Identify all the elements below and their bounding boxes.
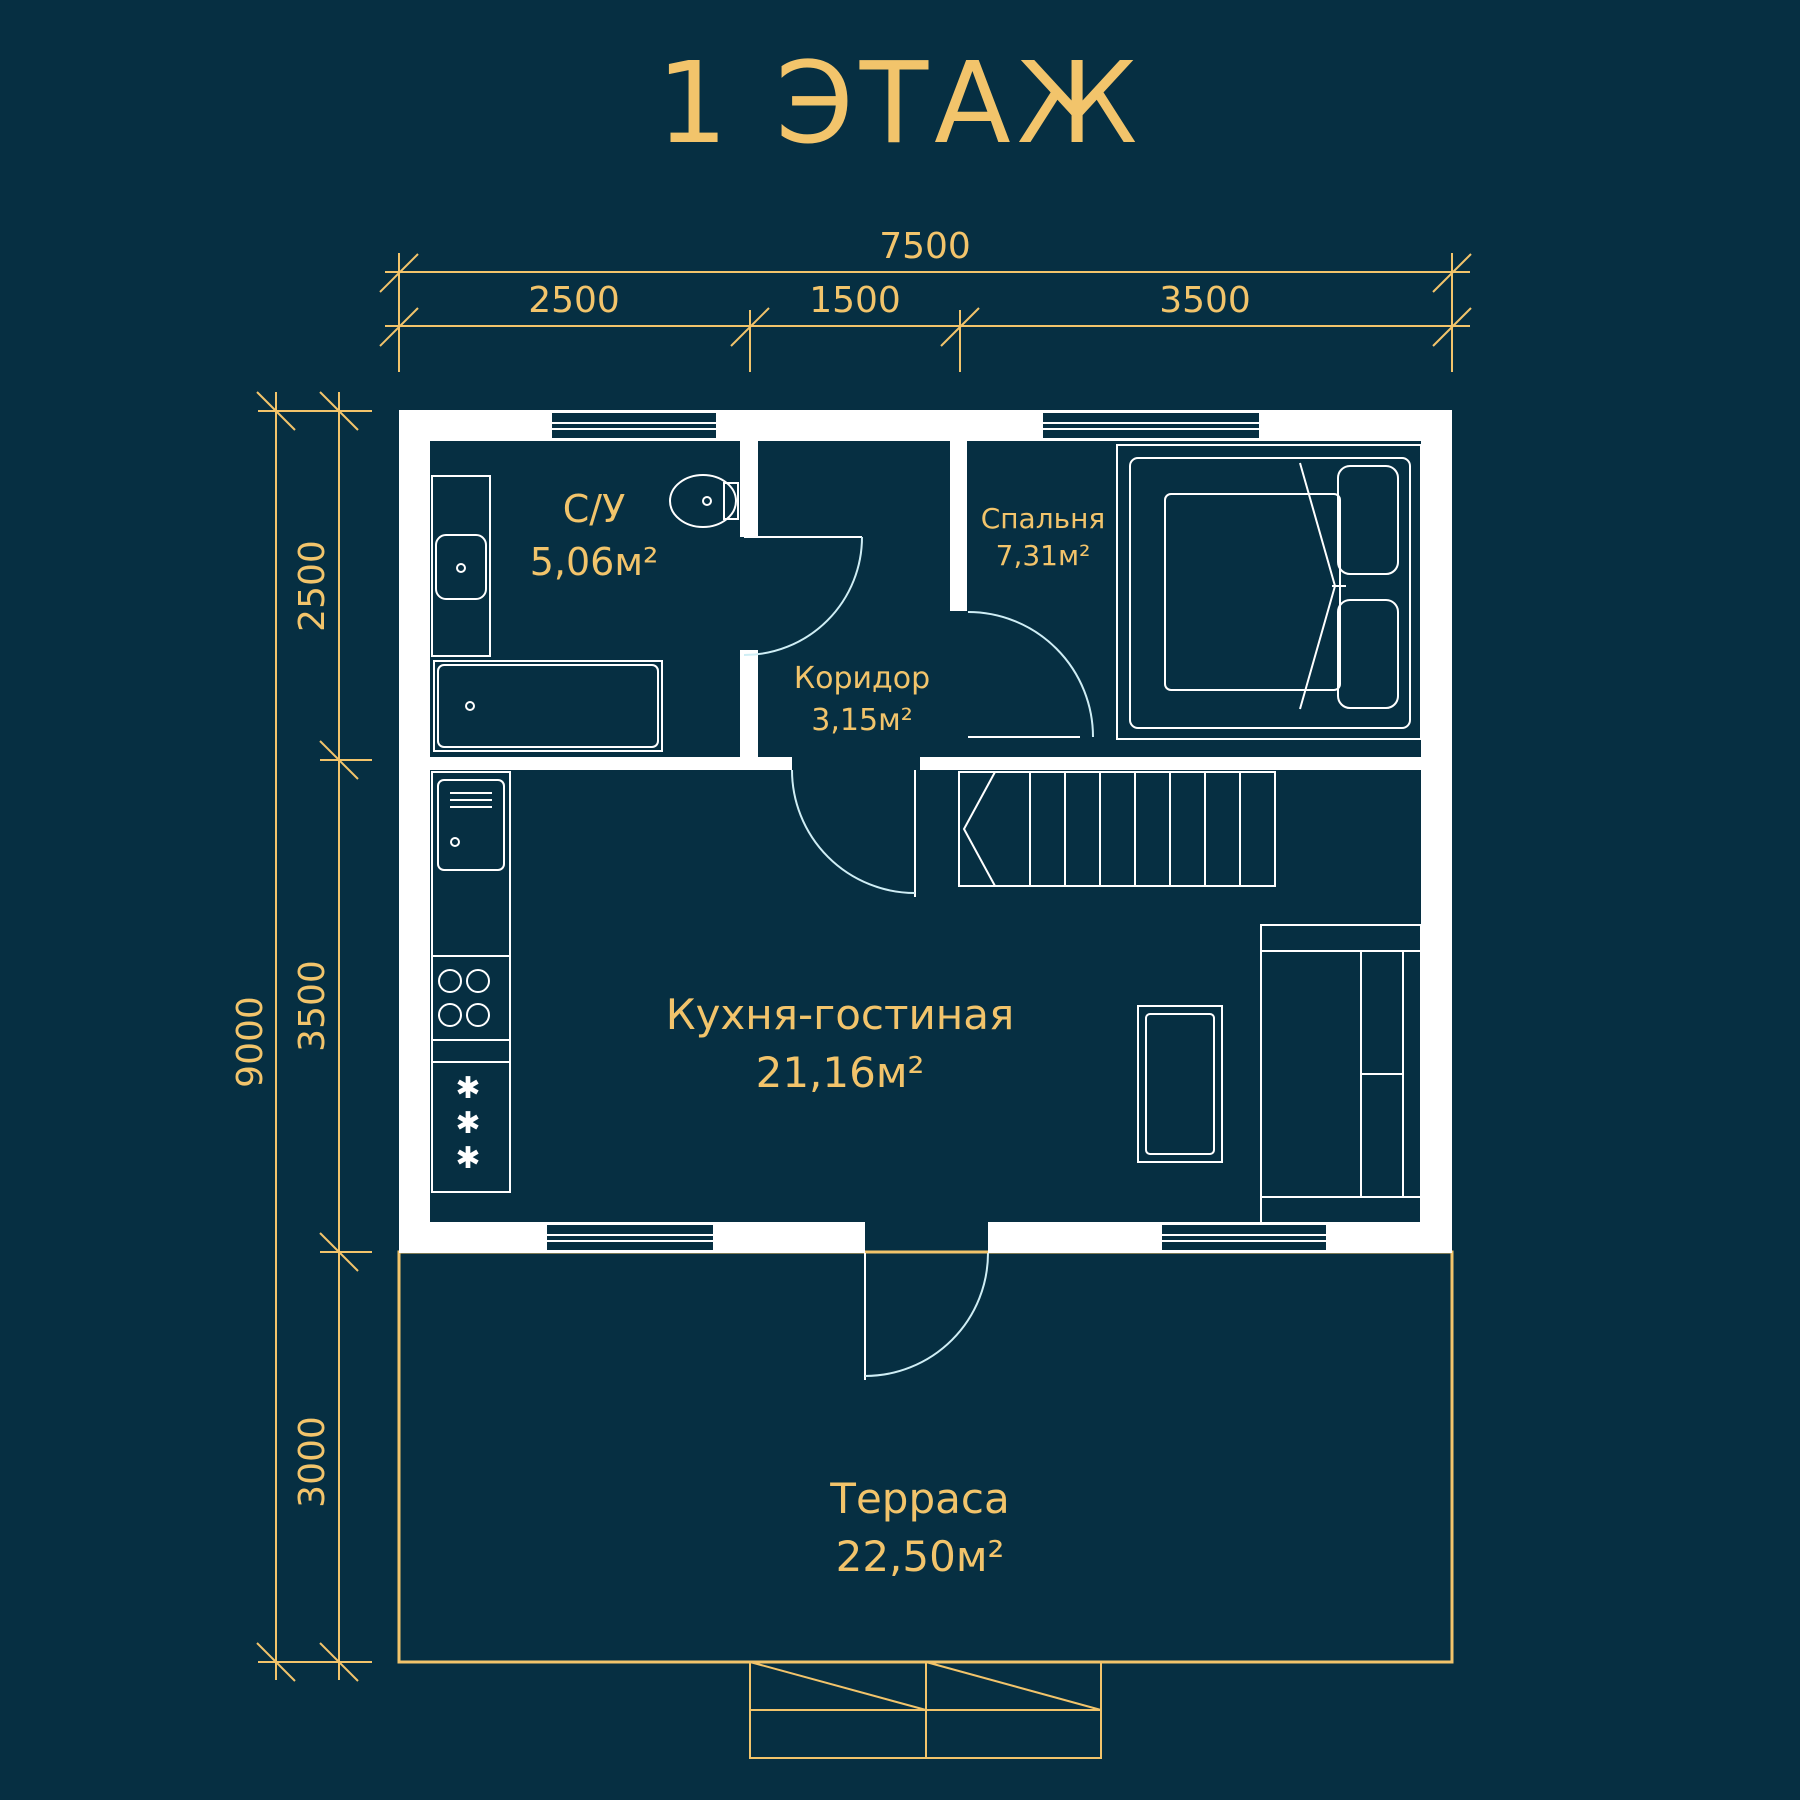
room-name-kitchen-living: Кухня-гостиная [666,990,1015,1039]
terrace-steps [749,1661,1102,1759]
dimension-left-part-2: 3500 [292,960,333,1052]
double-bed [1116,444,1422,740]
staircase [958,771,1276,887]
dimension-left-part-1: 2500 [292,540,333,632]
page-title: 1 ЭТАЖ [656,39,1144,169]
room-area-bedroom: 7,31м² [996,539,1091,572]
svg-text:✱: ✱ [455,1106,480,1141]
kitchen-units [431,771,511,1193]
walls [399,410,1452,1253]
dimension-left-total: 9000 [230,996,271,1088]
doors [743,536,1094,1380]
dimension-top-part-3: 3500 [1159,280,1251,321]
dimension-top-total: 7500 [879,226,971,267]
windows [545,411,1328,1252]
room-name-corridor: Коридор [794,661,930,696]
sofa [1260,924,1422,1224]
bathroom-fixtures [431,474,739,752]
dimension-left-part-3: 3000 [292,1416,333,1508]
dimension-top-part-2: 1500 [809,280,901,321]
left-dimensions [256,391,372,1682]
fridge-snowflake-icons: ✱ ✱ ✱ [455,1071,480,1176]
room-area-corridor: 3,15м² [811,703,912,738]
coffee-table [1137,1005,1223,1163]
svg-text:✱: ✱ [455,1071,480,1106]
dimension-top-part-1: 2500 [528,280,620,321]
top-dimensions [379,253,1472,372]
window-glass-lines [546,422,1327,1242]
room-area-kitchen-living: 21,16м² [756,1048,925,1097]
terrace-outline [397,1250,1454,1664]
svg-text:✱: ✱ [455,1141,480,1176]
room-area-bathroom: 5,06м² [530,540,659,584]
room-area-terrace: 22,50м² [836,1532,1005,1581]
room-name-bathroom: С/У [563,487,626,531]
room-name-bedroom: Спальня [981,502,1106,535]
room-name-terrace: Терраса [829,1474,1009,1523]
